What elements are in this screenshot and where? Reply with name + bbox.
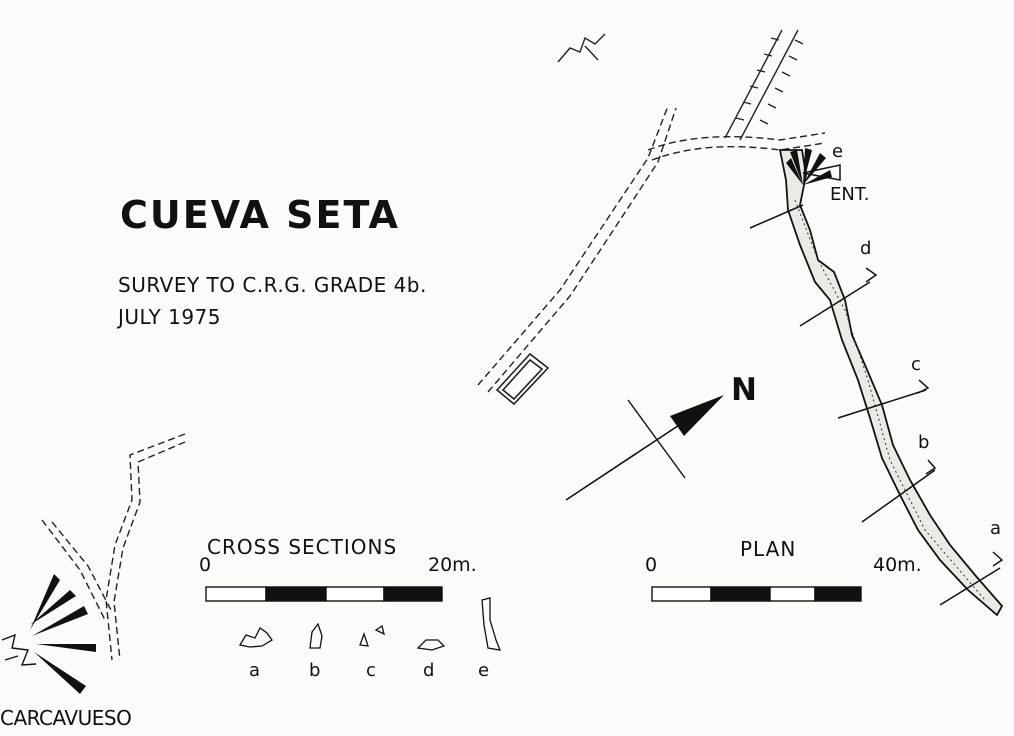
- track-west: [41, 433, 186, 661]
- cross-section-label-b: b: [309, 660, 321, 681]
- stream-channel: [557, 29, 804, 141]
- cross-section-d-shape: [416, 639, 446, 651]
- cross-section-label-a: a: [249, 660, 261, 681]
- section-marker-c: c: [911, 354, 921, 375]
- plan-scale-bar: [651, 586, 862, 602]
- carcavueso-entrance-icon: [30, 574, 96, 694]
- entrance-label: ENT.: [830, 184, 870, 205]
- cross-section-label-e: e: [478, 660, 490, 681]
- track-main: [477, 105, 826, 393]
- cross-sections-scale-start: 0: [199, 554, 212, 576]
- survey-date-line: JULY 1975: [118, 305, 221, 329]
- map-title: CUEVA SETA: [120, 193, 400, 237]
- cross-section-e-shape: [481, 597, 502, 651]
- section-cut-b: [861, 459, 937, 523]
- carcavueso-stream: [1, 633, 37, 666]
- cross-section-a-shape: [238, 627, 273, 648]
- cross-section-shapes: [238, 597, 502, 651]
- section-marker-b: b: [918, 432, 930, 453]
- cross-section-scale-bar: [205, 586, 443, 602]
- building-icon: [495, 352, 550, 406]
- section-cut-a: [939, 551, 1004, 606]
- plan-title: PLAN: [740, 537, 797, 561]
- entrance-symbol-icon: [786, 148, 832, 185]
- section-marker-e: e: [832, 141, 844, 162]
- cross-section-c-shape: [359, 624, 385, 647]
- cross-sections-scale-end: 20m.: [428, 554, 477, 576]
- section-cut-e: [802, 164, 841, 181]
- survey-grade-line: SURVEY TO C.R.G. GRADE 4b.: [118, 273, 427, 297]
- cave-passage-plan: [778, 149, 1004, 617]
- cross-section-label-d: d: [423, 660, 435, 681]
- section-marker-a: a: [990, 518, 1002, 539]
- carcavueso-label: CARCAVUESO: [0, 706, 132, 730]
- north-label: N: [731, 372, 757, 408]
- section-cut-lines: [749, 164, 1004, 606]
- cross-sections-title: CROSS SECTIONS: [207, 535, 398, 559]
- cross-section-label-c: c: [366, 660, 376, 681]
- section-marker-d: d: [860, 238, 872, 259]
- cross-section-b-shape: [309, 622, 323, 649]
- north-arrow-icon: [565, 395, 724, 501]
- section-cut-d: [799, 267, 878, 327]
- section-cut-c: [837, 379, 930, 419]
- plan-scale-start: 0: [645, 554, 658, 576]
- plan-scale-end: 40m.: [873, 554, 922, 576]
